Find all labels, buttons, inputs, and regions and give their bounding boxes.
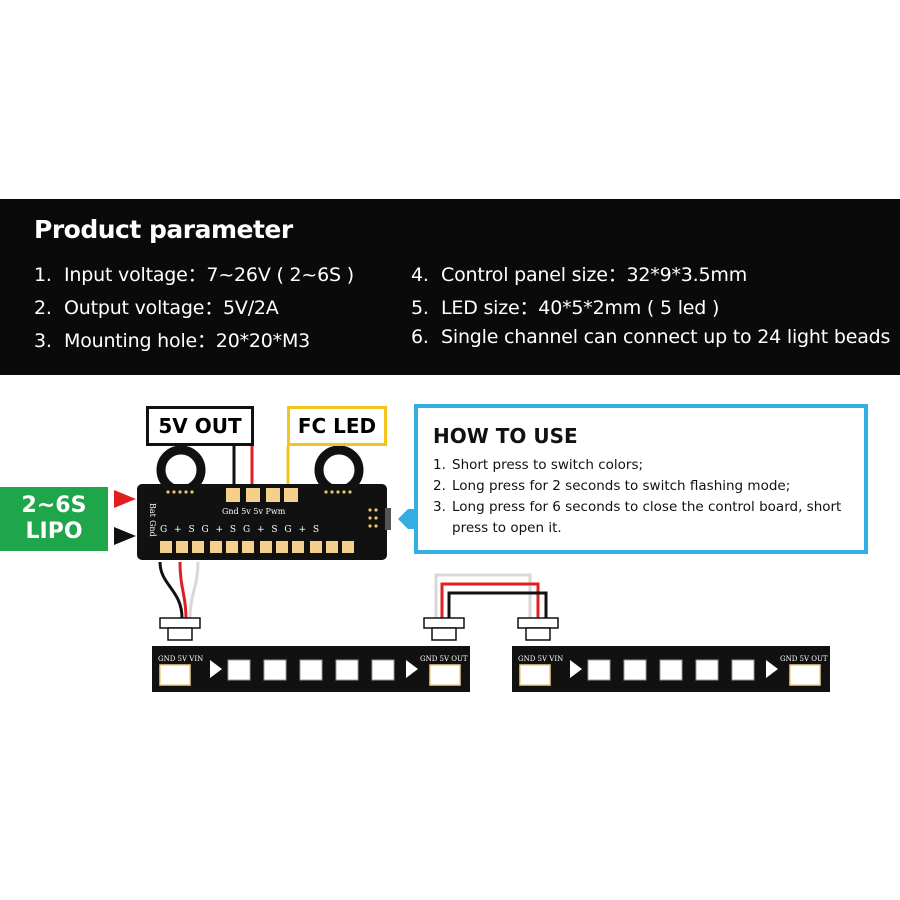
item-text: Long press for 6 seconds to close the co…	[452, 499, 842, 536]
5v-out-label: 5V OUT	[146, 406, 254, 446]
battery-positive-icon	[114, 490, 136, 508]
item-number: 1.	[433, 457, 446, 473]
product-parameter-panel: Product parameter 1. Input voltage：7~26V …	[0, 199, 900, 375]
how-to-use-list: 1. Short press to switch colors; 2. Long p…	[433, 455, 858, 539]
connector-strip2-in	[517, 617, 559, 641]
fc-led-label: FC LED	[287, 406, 387, 446]
wire-board-strip1-red	[178, 561, 188, 619]
strip1-out-label: GND 5V OUT	[420, 655, 468, 663]
param-control-panel-size: 4. Control panel size：32*9*3.5mm	[411, 260, 747, 287]
param-text: Control panel size：32*9*3.5mm	[441, 264, 748, 286]
board-side-label-2: Gnd	[148, 520, 157, 537]
wire-board-strip1-white	[188, 561, 200, 619]
wire-strip-link-black	[447, 591, 548, 618]
how-to-use-box: HOW TO USE 1. Short press to switch color…	[414, 404, 868, 554]
param-number: 4.	[411, 264, 429, 286]
param-mounting-hole: 3. Mounting hole：20*20*M3	[34, 326, 310, 353]
wire-strip-link-red	[440, 582, 540, 618]
param-text: Input voltage：7~26V ( 2~6S )	[64, 264, 354, 286]
param-number: 2.	[34, 297, 52, 319]
lipo-cells: 2~6S	[21, 493, 87, 518]
product-parameter-title: Product parameter	[34, 215, 293, 244]
item-text: Long press for 2 seconds to switch flash…	[452, 478, 791, 494]
connector-strip1-in	[159, 617, 201, 641]
board-pad-labels: Gnd 5v 5v Pwm	[222, 507, 286, 516]
led-strip-1: GND 5V VIN GND 5V OUT	[152, 646, 470, 692]
param-number: 1.	[34, 264, 52, 286]
item-number: 2.	[433, 478, 446, 494]
strip1-in-label: GND 5V VIN	[158, 655, 203, 663]
how-to-use-item: 1. Short press to switch colors;	[433, 455, 858, 476]
board-pin-labels: G + S G + S G + S G + S	[160, 525, 321, 535]
param-output-voltage: 2. Output voltage：5V/2A	[34, 293, 279, 320]
param-text: LED size：40*5*2mm ( 5 led )	[441, 297, 720, 319]
board-top-pads	[226, 488, 298, 502]
param-number: 3.	[34, 330, 52, 352]
strip2-in-label: GND 5V VIN	[518, 655, 563, 663]
battery-negative-icon	[114, 527, 136, 545]
how-to-use-item: 2. Long press for 2 seconds to switch fla…	[433, 476, 858, 497]
strip2-out-label: GND 5V OUT	[780, 655, 828, 663]
param-light-beads: 6. Single channel can connect up to 24 li…	[411, 326, 890, 348]
lipo-type: LIPO	[25, 519, 83, 544]
param-input-voltage: 1. Input voltage：7~26V ( 2~6S )	[34, 260, 354, 287]
how-to-use-item: 3. Long press for 6 seconds to close the …	[433, 497, 858, 539]
board-button	[385, 508, 391, 530]
board-side-label: Bat	[148, 503, 157, 518]
board-dots	[166, 490, 378, 528]
board-bottom-pads	[160, 541, 354, 553]
param-text: Mounting hole：20*20*M3	[64, 330, 311, 352]
item-number: 3.	[433, 499, 446, 515]
button-pointer-icon	[398, 509, 414, 529]
param-number: 5.	[411, 297, 429, 319]
item-text: Short press to switch colors;	[452, 457, 644, 473]
connector-strip1-out	[423, 617, 465, 641]
param-text: Output voltage：5V/2A	[64, 297, 279, 319]
param-led-size: 5. LED size：40*5*2mm ( 5 led )	[411, 293, 719, 320]
lipo-badge: 2~6S LIPO	[0, 487, 108, 551]
param-number: 6.	[411, 326, 429, 348]
how-to-use-title: HOW TO USE	[433, 424, 578, 448]
led-strip-2: GND 5V VIN GND 5V OUT	[512, 646, 830, 692]
param-text: Single channel can connect up to 24 ligh…	[441, 326, 891, 348]
wire-strip-link-white	[434, 573, 532, 618]
wire-board-strip1-black	[158, 561, 184, 619]
